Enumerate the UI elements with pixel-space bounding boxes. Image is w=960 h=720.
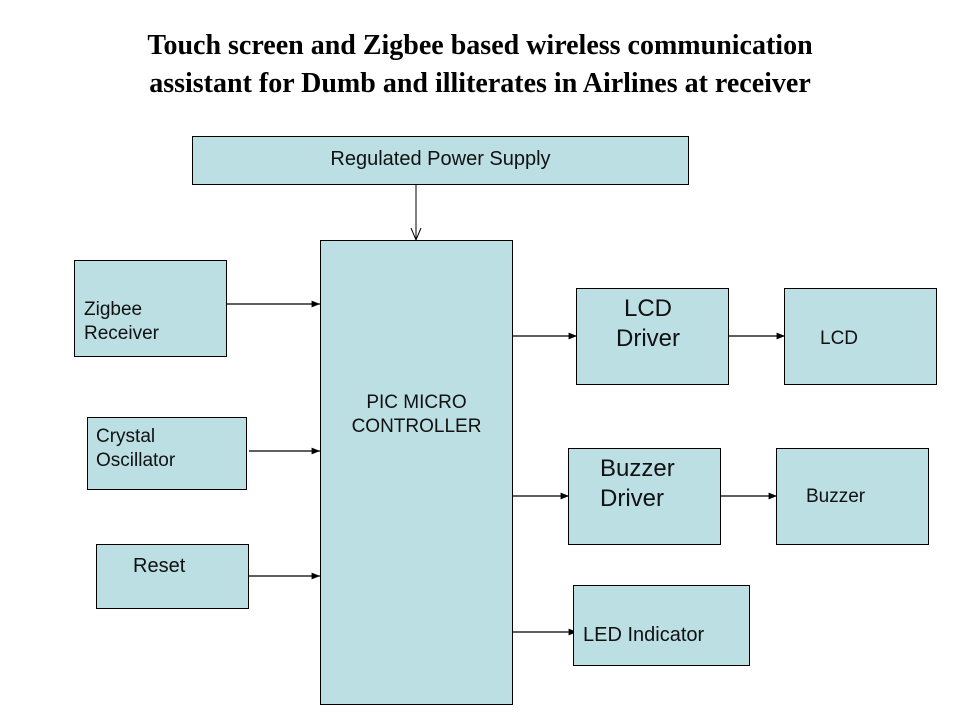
label-buzzer: Buzzer <box>806 486 866 507</box>
block-crystal-oscillator: Crystal Oscillator <box>87 417 247 490</box>
block-buzzer-driver: Buzzer Driver <box>568 448 721 545</box>
wire-power-to-pic <box>410 185 422 242</box>
label-zigbee-receiver: Zigbee Receiver <box>84 299 159 344</box>
label-regulated-power-supply: Regulated Power Supply <box>330 148 551 170</box>
label-crystal-oscillator: Crystal Oscillator <box>96 426 176 471</box>
title-line-1: Touch screen and Zigbee based wireless c… <box>147 30 813 61</box>
label-reset: Reset <box>133 555 186 577</box>
label-pic-microcontroller: PIC MICRO CONTROLLER <box>351 392 482 437</box>
label-buzzer-driver: Buzzer Driver <box>600 455 675 512</box>
title-line-2: assistant for Dumb and illiterates in Ai… <box>149 68 811 99</box>
block-pic-microcontroller: PIC MICRO CONTROLLER <box>320 240 513 705</box>
block-led-indicator: LED Indicator <box>573 585 750 666</box>
block-lcd: LCD <box>784 288 937 385</box>
block-regulated-power-supply: Regulated Power Supply <box>192 136 689 185</box>
block-lcd-driver: LCD Driver <box>576 288 729 385</box>
diagram-title: Touch screen and Zigbee based wireless c… <box>0 27 960 103</box>
block-reset: Reset <box>96 544 249 609</box>
label-lcd-driver: LCD Driver <box>616 295 680 352</box>
block-buzzer: Buzzer <box>776 448 929 545</box>
label-led-indicator: LED Indicator <box>583 624 705 646</box>
label-lcd: LCD <box>820 328 859 349</box>
block-zigbee-receiver: Zigbee Receiver <box>74 260 227 357</box>
